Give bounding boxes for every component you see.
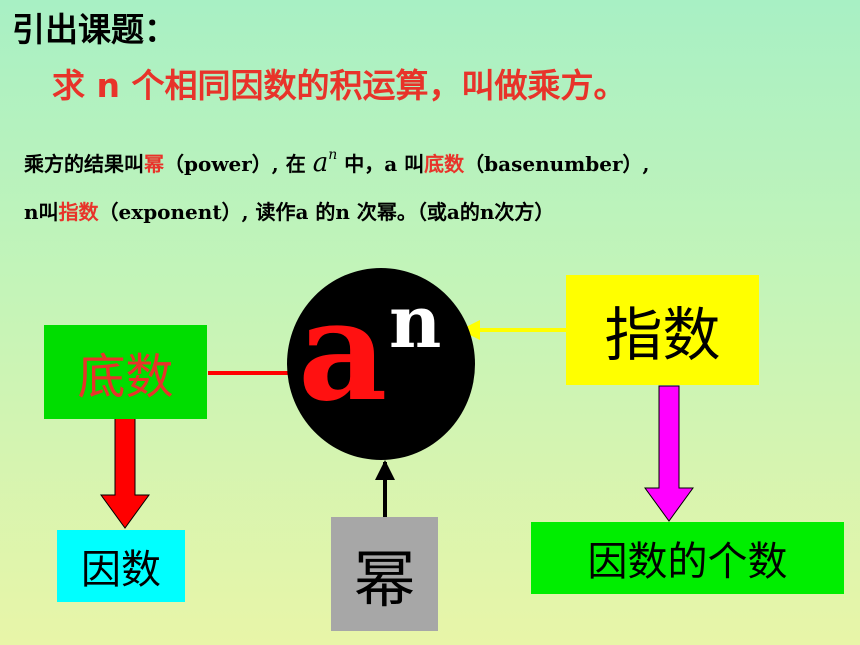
factor-label-box: 因数: [57, 530, 185, 602]
formula-base: a: [312, 148, 329, 178]
arrow-exponent-to-count: [644, 385, 694, 522]
formula-exponent: n: [328, 147, 338, 163]
text-segment: （basenumber）,: [464, 152, 650, 176]
term-base: 底数: [424, 152, 465, 176]
paragraph-line-2: n叫指数（exponent）, 读作a 的n 次幂。（或a的n次方）: [24, 200, 554, 224]
text-segment: 中，a 叫: [337, 152, 425, 176]
arrow-base-to-factor: [100, 416, 150, 529]
power-circle: [287, 268, 475, 460]
text-segment: 乘方的结果叫: [24, 152, 144, 176]
paragraph-line-1: 乘方的结果叫幂（power）, 在 an 中，a 叫底数（basenumber）…: [24, 147, 650, 179]
text-segment: n叫: [24, 200, 59, 224]
exponent-label-box: 指数: [566, 275, 759, 385]
center-base-letter: a: [298, 269, 388, 432]
section-title: 引出课题：: [12, 10, 177, 49]
factor-count-label-box: 因数的个数: [531, 522, 844, 594]
base-label-box: 底数: [44, 325, 207, 419]
text-segment: （exponent）, 读作a 的n 次幂。（或a的n次方）: [98, 200, 555, 224]
power-label-box: 幂: [331, 517, 438, 631]
text-segment: （power）, 在: [164, 152, 313, 176]
definition-text: 求 n 个相同因数的积运算，叫做乘方。: [52, 66, 627, 105]
term-power: 幂: [144, 152, 164, 176]
center-exponent-letter: n: [389, 279, 442, 364]
term-exponent: 指数: [58, 200, 99, 224]
